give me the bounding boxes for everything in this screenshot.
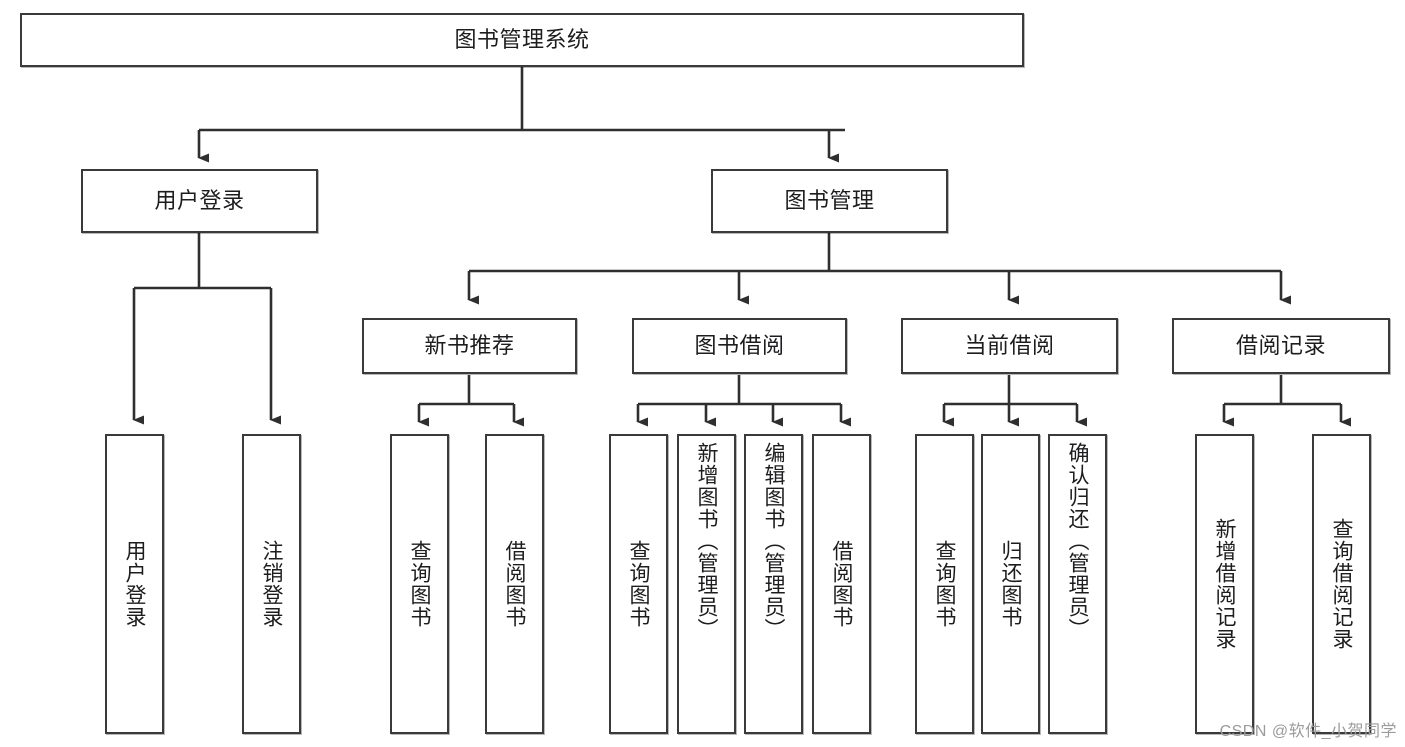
leaf-borrowing-borrow-books[interactable]: 借阅图书 [812, 434, 871, 734]
node-label: 图书管理 [784, 187, 875, 213]
node-user-login[interactable]: 用户登录 [81, 169, 318, 233]
node-label: 借阅图书 [830, 540, 853, 628]
node-label: 图书借阅 [694, 332, 785, 358]
node-book-borrowing[interactable]: 图书借阅 [632, 318, 847, 374]
leaf-new-book-query-books[interactable]: 查询图书 [390, 434, 449, 734]
node-label: 确认归还（管理员） [1066, 442, 1089, 640]
node-label: 图书管理系统 [454, 26, 590, 52]
node-label: 新增图书（管理员） [695, 442, 718, 640]
leaf-user-login-logout[interactable]: 注销登录 [242, 434, 301, 734]
node-label: 新书推荐 [424, 332, 515, 358]
leaf-borrowing-edit-book-admin[interactable]: 编辑图书（管理员） [744, 434, 803, 734]
leaf-records-add-record[interactable]: 新增借阅记录 [1195, 434, 1254, 734]
leaf-borrowing-query-books[interactable]: 查询图书 [609, 434, 668, 734]
node-label: 当前借阅 [964, 332, 1055, 358]
leaf-current-query-books[interactable]: 查询图书 [915, 434, 974, 734]
node-label: 注销登录 [260, 540, 283, 628]
node-label: 编辑图书（管理员） [762, 442, 785, 640]
node-book-management[interactable]: 图书管理 [711, 169, 948, 233]
node-label: 归还图书 [999, 540, 1022, 628]
leaf-new-book-borrow-books[interactable]: 借阅图书 [485, 434, 544, 734]
node-label: 新增借阅记录 [1213, 518, 1236, 650]
node-label: 用户登录 [154, 187, 245, 213]
node-label: 查询图书 [933, 540, 956, 628]
leaf-user-login-login[interactable]: 用户登录 [105, 434, 164, 734]
node-label: 用户登录 [123, 540, 146, 628]
node-label: 借阅记录 [1235, 332, 1326, 358]
node-label: 查询图书 [408, 540, 431, 628]
leaf-borrowing-add-book-admin[interactable]: 新增图书（管理员） [677, 434, 736, 734]
node-current-borrowing[interactable]: 当前借阅 [901, 318, 1118, 374]
leaf-records-query-record[interactable]: 查询借阅记录 [1312, 434, 1371, 734]
leaf-current-return-books[interactable]: 归还图书 [981, 434, 1040, 734]
node-borrowing-records[interactable]: 借阅记录 [1172, 318, 1390, 374]
leaf-current-confirm-return-admin[interactable]: 确认归还（管理员） [1048, 434, 1107, 734]
node-label: 查询借阅记录 [1330, 518, 1353, 650]
node-root-book-management-system[interactable]: 图书管理系统 [20, 13, 1024, 67]
node-label: 查询图书 [627, 540, 650, 628]
node-new-book-recommendation[interactable]: 新书推荐 [362, 318, 577, 374]
node-label: 借阅图书 [503, 540, 526, 628]
